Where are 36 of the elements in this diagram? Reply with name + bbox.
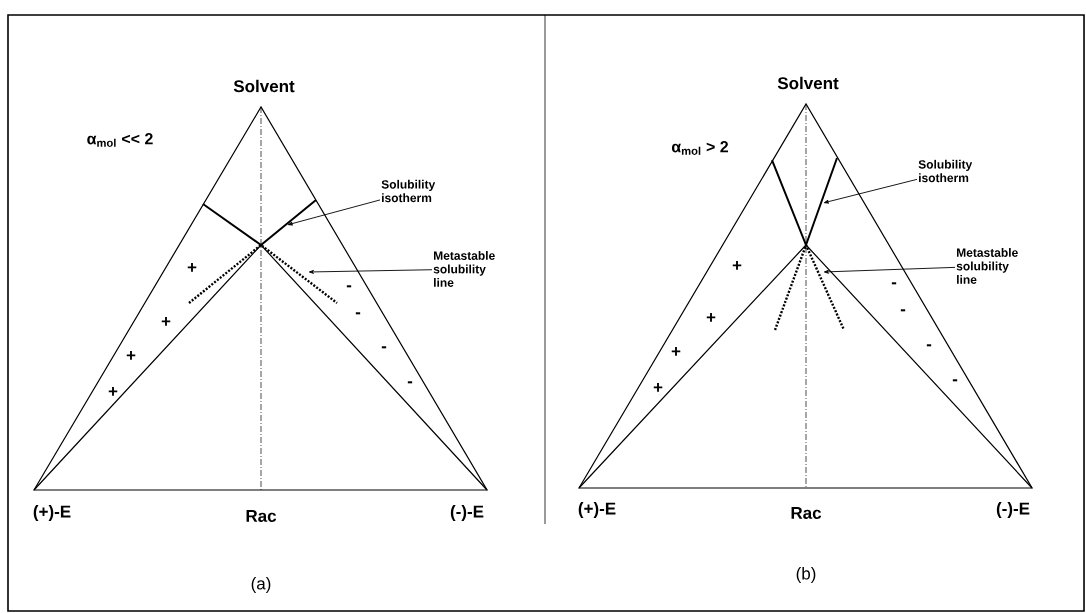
vertex-label: (-)-E [450, 505, 484, 521]
vertex-label: Rac [791, 507, 822, 519]
annotation-text: Solubility isotherm [918, 159, 973, 183]
vertex-label: Rac [246, 510, 277, 522]
vertex-label: Solvent [777, 76, 839, 90]
leader-arrow [823, 266, 956, 274]
sign-label: - [926, 344, 932, 347]
leader-arrow [287, 199, 381, 226]
sign-label: + [671, 347, 681, 356]
sign-label: + [108, 387, 118, 396]
parameter-label: α$_{mol}$ > 2 [671, 141, 729, 155]
annotation-text: Metastable solubility line [956, 248, 1018, 284]
panel-label: (a) [251, 577, 271, 593]
sign-label: + [187, 263, 197, 272]
sign-label: - [900, 309, 906, 312]
annotation-text: Metastable solubility line [433, 251, 495, 287]
sign-label: - [346, 285, 352, 288]
sign-label: + [732, 261, 742, 270]
vertex-label: Solvent [233, 79, 295, 93]
sign-label: + [706, 313, 716, 322]
sign-label: - [381, 346, 387, 349]
sign-label: + [161, 317, 171, 326]
panel-label: (b) [796, 567, 816, 583]
sign-label: - [952, 379, 958, 382]
leader-arrow [823, 178, 918, 204]
sign-label: - [355, 312, 361, 315]
leader-arrow [308, 269, 433, 274]
annotation-text: Solubility isotherm [381, 179, 436, 203]
sign-label: - [407, 381, 413, 384]
sign-label: + [653, 383, 663, 392]
sign-label: + [126, 351, 136, 360]
vertex-label: (-)-E [996, 502, 1030, 518]
vertex-label: (+)-E [33, 505, 71, 521]
parameter-label: α$_{mol}$ << 2 [87, 133, 153, 147]
sign-label: - [891, 282, 897, 285]
vertex-label: (+)-E [578, 502, 616, 518]
